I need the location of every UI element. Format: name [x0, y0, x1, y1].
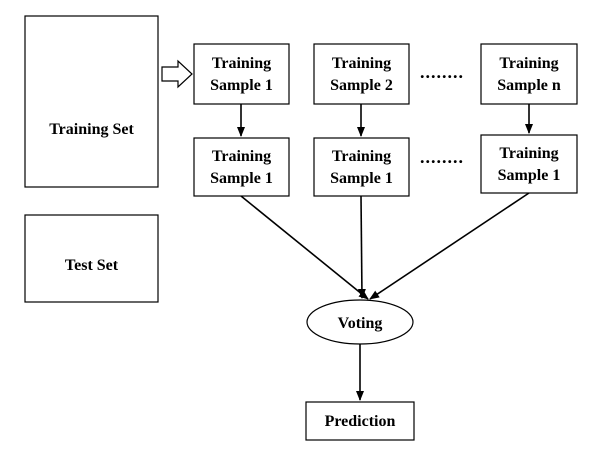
- ellipsis-top: ........: [420, 62, 464, 82]
- sample-top-1-node: Training Sample 1: [193, 43, 290, 105]
- sample-top-2-node: Training Sample 2: [313, 43, 410, 105]
- training-set-node: Training Set: [24, 15, 159, 188]
- sample-top-n-node: Training Sample n: [480, 43, 578, 105]
- sample-bottom-3-line2: Sample 1: [498, 167, 561, 184]
- sample-top-n-line1: Training: [499, 55, 558, 72]
- training-set-label: Training Set: [49, 121, 134, 138]
- sample-top-2-line1: Training: [332, 55, 391, 72]
- sample-bottom-1-line2: Sample 1: [210, 170, 273, 187]
- sample-top-2-line2: Sample 2: [330, 77, 393, 94]
- sample-bottom-1-line1: Training: [212, 148, 271, 165]
- test-set-node: Test Set: [24, 214, 159, 303]
- edge-bottom2-voting: [357, 195, 366, 299]
- sample-top-1-line1: Training: [212, 55, 271, 72]
- edge-bottom1-voting: [240, 195, 369, 300]
- test-set-label: Test Set: [65, 257, 119, 274]
- sample-bottom-1-node: Training Sample 1: [193, 137, 290, 197]
- sample-bottom-2-node: Training Sample 1: [313, 137, 410, 197]
- sample-bottom-2-line2: Sample 1: [330, 170, 393, 187]
- prediction-node: Prediction: [305, 401, 415, 441]
- voting-node: Voting: [306, 299, 414, 345]
- voting-label: Voting: [338, 315, 383, 332]
- ellipsis-bottom: ........: [420, 147, 464, 167]
- sample-top-1-line2: Sample 1: [210, 77, 273, 94]
- hollow-arrow-icon: [161, 59, 193, 89]
- sample-bottom-2-line1: Training: [332, 148, 391, 165]
- sample-bottom-3-line1: Training: [499, 145, 558, 162]
- prediction-label: Prediction: [325, 413, 396, 430]
- sample-top-n-line2: Sample n: [497, 77, 561, 94]
- sample-bottom-3-node: Training Sample 1: [480, 134, 578, 194]
- edge-bottom3-voting: [369, 192, 530, 300]
